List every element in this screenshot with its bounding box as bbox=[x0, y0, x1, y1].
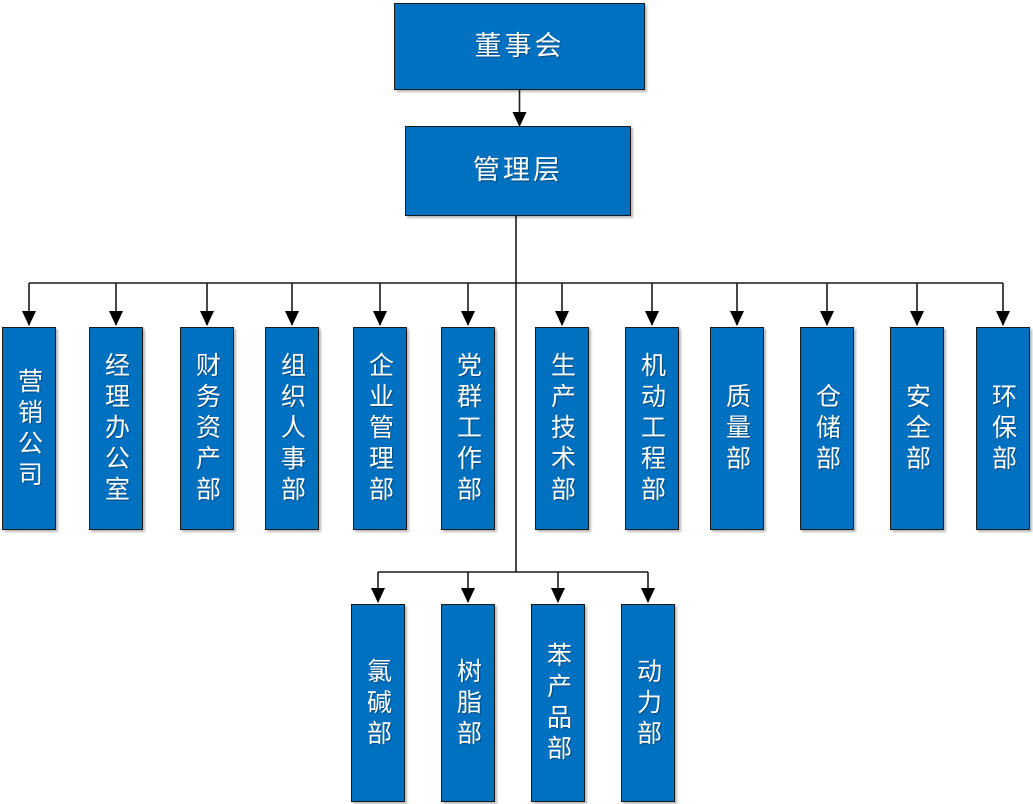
node-finance-assets-dept[interactable]: 财务资产部 bbox=[180, 327, 234, 530]
node-board-of-directors[interactable]: 董事会 bbox=[394, 3, 645, 90]
node-label-organization-hr-dept: 组织人事部 bbox=[277, 352, 307, 507]
node-benzene-products-dept[interactable]: 苯产品部 bbox=[531, 604, 585, 802]
node-resin-dept[interactable]: 树脂部 bbox=[441, 604, 495, 802]
node-label-quality-dept: 质量部 bbox=[722, 383, 752, 476]
node-label-safety-dept: 安全部 bbox=[902, 383, 932, 476]
node-quality-dept[interactable]: 质量部 bbox=[710, 327, 764, 530]
node-environmental-dept[interactable]: 环保部 bbox=[976, 327, 1030, 530]
node-party-work-dept[interactable]: 党群工作部 bbox=[441, 327, 495, 530]
node-power-dept[interactable]: 动力部 bbox=[621, 604, 675, 802]
node-organization-hr-dept[interactable]: 组织人事部 bbox=[265, 327, 319, 530]
node-label-enterprise-management-dept: 企业管理部 bbox=[365, 352, 395, 507]
node-label-mechanical-engineering-dept: 机动工程部 bbox=[637, 352, 667, 507]
node-mechanical-engineering-dept[interactable]: 机动工程部 bbox=[625, 327, 679, 530]
node-management[interactable]: 管理层 bbox=[405, 126, 631, 216]
node-enterprise-management-dept[interactable]: 企业管理部 bbox=[353, 327, 407, 530]
node-label-warehouse-dept: 仓储部 bbox=[812, 383, 842, 476]
node-label-production-technology-dept: 生产技术部 bbox=[547, 352, 577, 507]
node-warehouse-dept[interactable]: 仓储部 bbox=[800, 327, 854, 530]
node-label-manager-office: 经理办公室 bbox=[101, 352, 131, 507]
node-label-environmental-dept: 环保部 bbox=[988, 383, 1018, 476]
node-label-board: 董事会 bbox=[474, 30, 565, 62]
node-marketing-company[interactable]: 营销公司 bbox=[2, 327, 56, 530]
node-label-finance-assets-dept: 财务资产部 bbox=[192, 352, 222, 507]
node-label-chlor-alkali-dept: 氯碱部 bbox=[363, 657, 393, 751]
node-production-technology-dept[interactable]: 生产技术部 bbox=[535, 327, 589, 530]
node-manager-office[interactable]: 经理办公室 bbox=[89, 327, 143, 530]
node-safety-dept[interactable]: 安全部 bbox=[890, 327, 944, 530]
node-label-benzene-products-dept: 苯产品部 bbox=[543, 642, 573, 766]
node-label-party-work-dept: 党群工作部 bbox=[453, 352, 483, 507]
node-label-marketing-company: 营销公司 bbox=[14, 367, 44, 492]
node-chlor-alkali-dept[interactable]: 氯碱部 bbox=[351, 604, 405, 802]
node-label-management: 管理层 bbox=[473, 155, 563, 187]
node-label-power-dept: 动力部 bbox=[633, 657, 663, 751]
node-label-resin-dept: 树脂部 bbox=[453, 657, 483, 751]
